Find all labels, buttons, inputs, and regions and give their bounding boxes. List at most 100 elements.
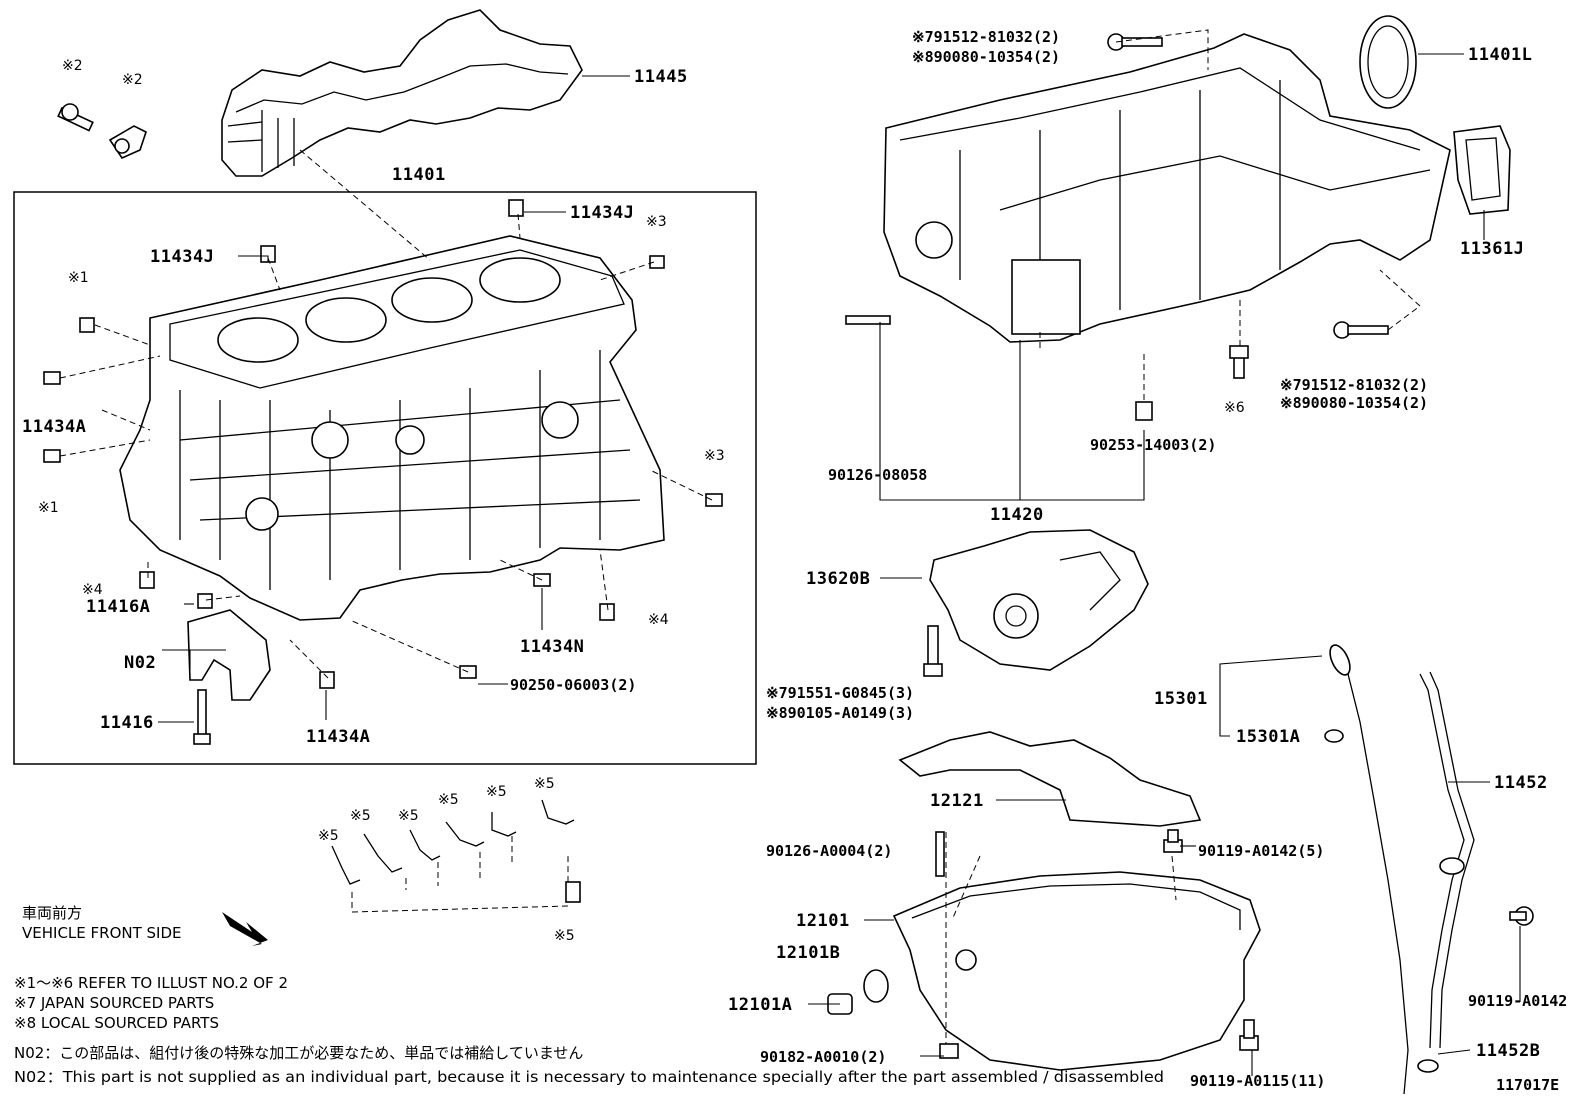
oil-dipstick-15301[interactable] [1326,642,1409,1095]
label-11434A-b: 11434A [306,727,370,747]
bolt-mark6[interactable] [1229,345,1249,379]
label-11434J-a: 11434J [150,247,214,267]
label-12101A: 12101A [728,995,792,1015]
note-japan-sourced: ※7 JAPAN SOURCED PARTS [14,994,214,1012]
dowel-mark3-a[interactable] [649,255,665,269]
note-local-sourced: ※8 LOCAL SOURCED PARTS [14,1014,219,1032]
oil-pump-13620B[interactable] [929,529,1149,671]
label-11420: 11420 [990,505,1044,525]
banjo-fitting-mark2[interactable] [108,125,147,160]
stud-90126-08058[interactable] [845,315,891,325]
mark-5-d: ※5 [438,792,459,808]
label-15301A: 15301A [1236,727,1300,747]
mark-5-c: ※5 [398,808,419,824]
mark-5-g: ※5 [554,928,575,944]
label-11416A: 11416A [86,597,150,617]
bearing-cap-N02[interactable] [187,609,271,701]
dowel-11434A-a[interactable] [43,371,61,385]
label-side-bolt-7: ※791512-81032(2) [1280,376,1428,394]
dowel-90253[interactable] [1135,401,1153,421]
dowel-mark1-a[interactable] [79,317,95,333]
label-11401L: 11401L [1468,45,1532,65]
label-top-bolt-8: ※890080-10354(2) [912,48,1060,66]
note-front-jp: 車両前方 [22,904,82,922]
oil-pan-12101[interactable] [892,871,1261,1071]
label-12121: 12121 [930,791,984,811]
label-12101B: 12101B [776,943,840,963]
label-13620B: 13620B [806,569,870,589]
label-side-bolt-8: ※890080-10354(2) [1280,394,1428,412]
label-pump-bolt-7: ※791551-G0845(3) [766,684,914,702]
dipstick-guide-11452[interactable] [1419,671,1475,1049]
label-90126-A0004: 90126-A0004(2) [766,842,892,860]
label-11434N: 11434N [520,637,584,657]
label-90119-A0142-5: 90119-A0142(5) [1198,842,1324,860]
plug-11416A[interactable] [197,593,213,609]
gasket-12101B[interactable] [863,969,889,1003]
label-90126-08058: 90126-08058 [828,466,927,484]
label-11434A-a: 11434A [22,417,86,437]
label-11452B: 11452B [1476,1041,1540,1061]
label-90182: 90182-A0010(2) [760,1048,886,1066]
mark-2-a: ※2 [62,58,83,74]
upper-oil-pan-11420[interactable] [883,33,1451,343]
mark-3-a: ※3 [646,214,667,230]
label-90250: 90250-06003(2) [510,676,636,694]
rear-oil-seal-11401L[interactable] [1359,15,1417,109]
label-11445: 11445 [634,67,688,87]
dowel-mark3-b[interactable] [705,493,723,507]
o-ring-11452B[interactable] [1417,1059,1439,1073]
mark-3-b: ※3 [704,448,725,464]
label-pump-bolt-8: ※890105-A0149(3) [766,704,914,722]
nut-90182-A0010[interactable] [939,1043,959,1059]
bolt-11416[interactable] [193,689,211,745]
dowel-mark1-b[interactable] [43,449,61,463]
pump-bolt-mark7-8[interactable] [923,625,943,677]
timing-cover-11445[interactable] [221,9,583,177]
mark-2-b: ※2 [122,72,143,88]
label-N02: N02 [124,653,156,673]
label-90119-A0115: 90119-A0115(11) [1190,1072,1325,1090]
label-90253: 90253-14003(2) [1090,436,1216,454]
note-n02-jp: N02：この部品は、組付け後の特殊な加工が必要なため、単品では補給していません [14,1044,583,1062]
o-ring-15301A[interactable] [1324,729,1344,743]
dowel-11434A-b[interactable] [319,671,335,689]
label-90119-A0142: 90119-A0142 [1468,992,1567,1010]
note-refer: ※1～※6 REFER TO ILLUST NO.2 OF 2 [14,974,288,992]
label-11434J-b: 11434J [570,203,634,223]
mark-5-b: ※5 [350,808,371,824]
oil-jet-bolt-mark5[interactable] [565,881,581,903]
note-n02-en: N02：This part is not supplied as an indi… [14,1068,1164,1086]
mark-4-b: ※4 [648,612,669,628]
label-11401: 11401 [392,165,446,185]
gasket-11361J[interactable] [1453,125,1511,215]
illustration-id: 117017E [1496,1076,1559,1094]
oil-baffle-12121[interactable] [898,731,1202,827]
mark-5-e: ※5 [486,784,507,800]
mark-5-f: ※5 [534,776,555,792]
bolt-90119-A0142[interactable] [1509,906,1534,926]
mark-6: ※6 [1224,400,1245,416]
dowel-11434J-b[interactable] [508,199,524,217]
bolt-mark2[interactable] [57,103,94,132]
label-15301: 15301 [1154,689,1208,709]
cylinder-block-11401[interactable] [119,235,665,621]
mark-1-a: ※1 [68,270,89,286]
label-11416: 11416 [100,713,154,733]
front-arrow-icon [222,912,268,946]
mark-1-b: ※1 [38,500,59,516]
label-11452: 11452 [1494,773,1548,793]
bolt-90119-A0142-5[interactable] [1163,829,1183,853]
mark-5-a: ※5 [318,828,339,844]
label-11361J: 11361J [1460,239,1524,259]
dowel-mark4-b[interactable] [599,603,615,621]
oil-jets-mark5[interactable] [331,799,575,885]
mark-4-a: ※4 [82,582,103,598]
bolt-side-mark7-8[interactable] [1333,321,1389,339]
label-12101: 12101 [796,911,850,931]
label-top-bolt-7: ※791512-81032(2) [912,28,1060,46]
dowel-mark4-a[interactable] [139,571,155,589]
stud-90126-A0004[interactable] [935,831,945,877]
bolt-90119-A0115[interactable] [1239,1019,1259,1051]
